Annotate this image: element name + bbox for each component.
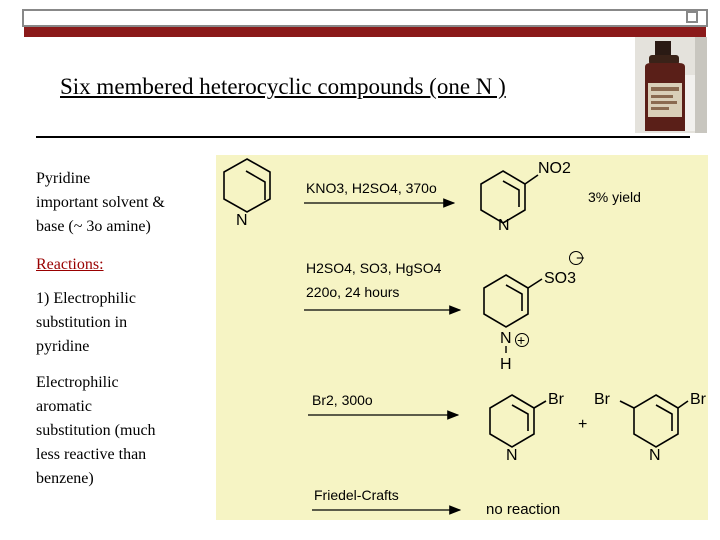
intro-block: Pyridine important solvent & base (~ 3o … (36, 167, 165, 239)
r3-conditions: Br2, 300o (312, 392, 373, 408)
r4-conditions: Friedel-Crafts (314, 487, 399, 503)
r3-substituent: Br (594, 391, 611, 408)
pyridine-ring-icon (223, 158, 271, 213)
pyridine-ring-icon (489, 394, 535, 448)
pyridine-ring-icon (480, 170, 526, 224)
intro-line: Pyridine (36, 170, 91, 187)
reaction-scheme-panel: N KNO3, H2SO4, 370o NO2 N 3% yield H2SO4… (216, 155, 708, 520)
pyridine-ring-icon (483, 274, 529, 328)
atom-n: N (236, 212, 248, 229)
r2-conditions-1: H2SO4, SO3, HgSO4 (306, 260, 442, 276)
title-divider (36, 136, 690, 138)
reactions-heading: Reactions: (36, 256, 104, 273)
r1-yield: 3% yield (588, 189, 641, 205)
top-decor-bar (22, 9, 708, 37)
r3-substituent: Br (690, 391, 707, 408)
atom-h: H (500, 356, 512, 373)
atom-n: N (506, 447, 518, 464)
r2-substituent: SO3 (544, 270, 576, 287)
r1-substituent: NO2 (538, 160, 571, 177)
bottle-photo-icon (635, 37, 707, 133)
r2-conditions-2: 220o, 24 hours (306, 284, 399, 300)
pyridine-ring-icon (633, 394, 679, 448)
r2-charge-plus: + (517, 332, 525, 348)
block2-line: substitution (much (36, 422, 156, 439)
r4-result: no reaction (486, 501, 560, 518)
atom-n: N (498, 217, 510, 234)
block2-line: Electrophilic (36, 374, 119, 391)
block1-line: pyridine (36, 338, 90, 355)
r2-charge-minus: − (576, 250, 585, 267)
block2-line: benzene) (36, 470, 94, 487)
block2-line: less reactive than (36, 446, 147, 463)
r3-substituent: Br (548, 391, 565, 408)
block1-line: substitution in (36, 314, 128, 331)
block1: 1) Electrophilic substitution in pyridin… (36, 287, 136, 359)
block2: Electrophilic aromatic substitution (muc… (36, 371, 156, 491)
r1-conditions: KNO3, H2SO4, 370o (306, 180, 437, 196)
block2-line: aromatic (36, 398, 92, 415)
slide-title: Six membered heterocyclic compounds (one… (60, 74, 506, 99)
intro-line: base (~ 3o amine) (36, 218, 151, 235)
intro-line: important solvent & (36, 194, 165, 211)
atom-n: N (649, 447, 661, 464)
atom-n: N (500, 330, 512, 347)
block1-line: 1) Electrophilic (36, 290, 136, 307)
plus-sign: + (578, 416, 587, 433)
